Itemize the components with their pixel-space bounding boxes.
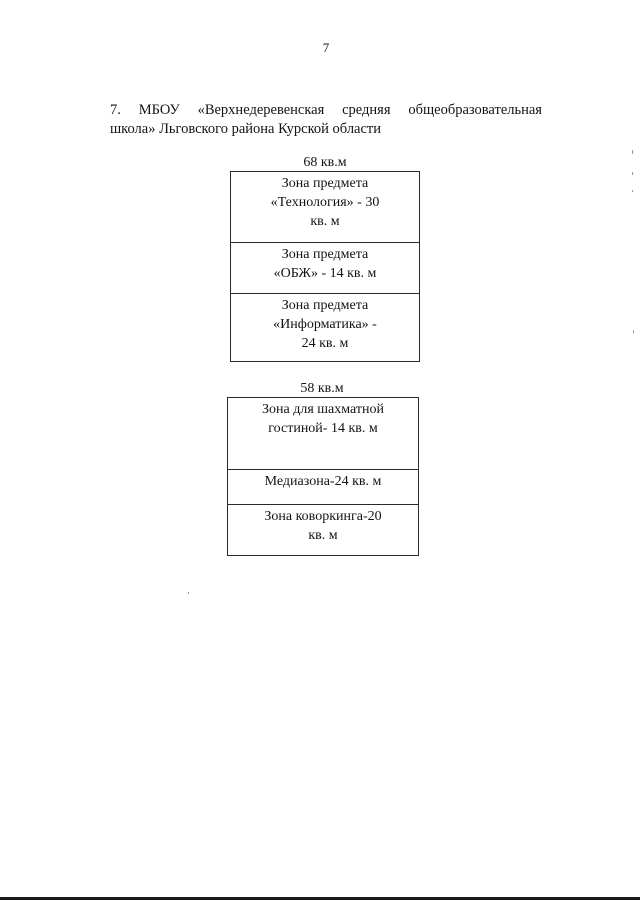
zone-text-line: Медиазона-24 кв. м	[264, 474, 382, 489]
zone-text-line: Зона коворкинга-20	[264, 509, 382, 524]
heading-word: МБОУ	[138, 102, 180, 118]
zone-text-line: Зона предмета	[281, 176, 369, 191]
block-2-area-label: 58 кв.м	[300, 381, 344, 396]
scan-speck	[632, 190, 633, 192]
zone-text-line: кв. м	[310, 214, 340, 229]
zone-text-line: «Информатика» -	[273, 317, 377, 332]
zone-text-line: Зона предмета	[281, 247, 369, 262]
zone-text-line: Зона предмета	[281, 298, 369, 313]
zone-block-2: Зона для шахматной гостиной- 14 кв. м Ме…	[227, 397, 419, 556]
scan-speck	[633, 330, 634, 333]
zone-block-1: Зона предмета «Технология» - 30 кв. м Зо…	[230, 171, 420, 362]
heading-word: общеобразовательная	[408, 102, 542, 118]
block-1-area-label: 68 кв.м	[303, 155, 347, 170]
section-heading: 7. МБОУ «Верхнедеревенская средняя общео…	[110, 101, 542, 139]
zone-text-line: «ОБЖ» - 14 кв. м	[273, 266, 377, 281]
heading-line-1: 7. МБОУ «Верхнедеревенская средняя общео…	[110, 101, 542, 120]
zone-text-line: «Технология» - 30	[270, 195, 380, 210]
scan-speck	[632, 172, 633, 175]
zone-coworking: Зона коворкинга-20 кв. м	[228, 504, 418, 555]
zone-text-line: кв. м	[308, 528, 338, 543]
zone-chess-lounge: Зона для шахматной гостиной- 14 кв. м	[228, 398, 418, 469]
zone-text-line: гостиной- 14 кв. м	[268, 421, 378, 436]
bottom-edge-line	[0, 897, 640, 900]
zone-text-line: Зона для шахматной	[262, 402, 384, 417]
heading-word: «Верхнедеревенская	[197, 102, 325, 118]
zone-text-line: 24 кв. м	[301, 336, 349, 351]
page-number: 7	[322, 40, 330, 55]
zone-obzh: Зона предмета «ОБЖ» - 14 кв. м	[231, 242, 419, 293]
heading-word: средняя	[342, 102, 391, 118]
scan-speck	[188, 592, 189, 594]
heading-item-number: 7.	[110, 102, 121, 118]
zone-technology: Зона предмета «Технология» - 30 кв. м	[231, 172, 419, 242]
zone-media: Медиазона-24 кв. м	[228, 469, 418, 504]
zone-informatics: Зона предмета «Информатика» - 24 кв. м	[231, 293, 419, 361]
heading-line-2: школа» Льговского района Курской области	[110, 121, 382, 137]
scan-speck	[632, 150, 633, 154]
